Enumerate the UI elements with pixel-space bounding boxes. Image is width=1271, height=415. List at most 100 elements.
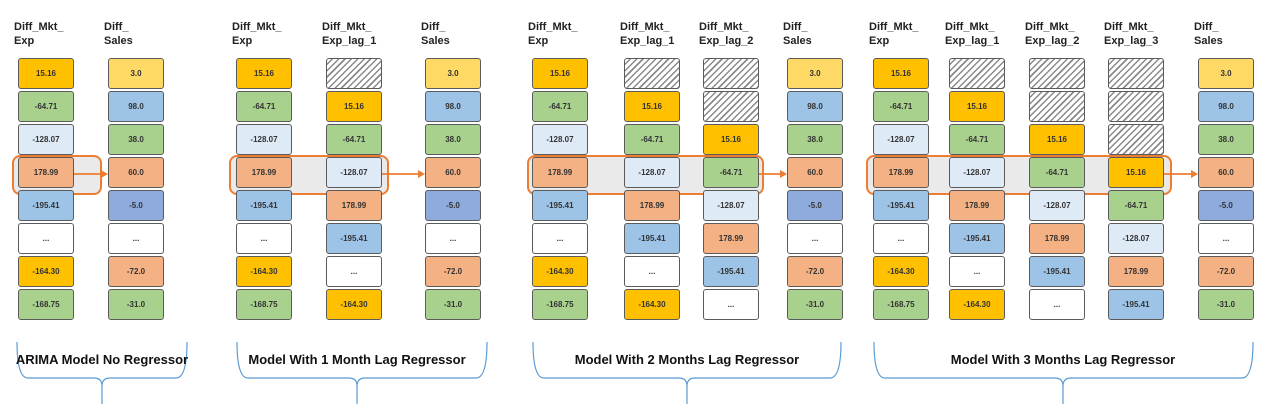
column-header: Diff_ Sales	[104, 21, 133, 47]
value-cell: ...	[1029, 289, 1085, 320]
arrow-to-sales-icon	[1164, 170, 1198, 178]
value-cell: -31.0	[787, 289, 843, 320]
value-cell: -72.0	[787, 256, 843, 287]
value-cell: -72.0	[1198, 256, 1254, 287]
panel-brace	[236, 341, 488, 404]
empty-lag-cell	[624, 58, 680, 89]
column-header: Diff_Mkt_ Exp	[528, 21, 578, 47]
empty-lag-cell	[1108, 91, 1164, 122]
value-cell: 178.99	[873, 157, 929, 188]
column-header: Diff_Mkt_ Exp_lag_2	[699, 21, 754, 47]
value-cell: 3.0	[425, 58, 481, 89]
value-cell: ...	[18, 223, 74, 254]
value-cell: ...	[703, 289, 759, 320]
value-cell: -164.30	[873, 256, 929, 287]
value-cell: -164.30	[949, 289, 1005, 320]
empty-lag-cell	[1108, 58, 1164, 89]
value-cell: -64.71	[1029, 157, 1085, 188]
value-cell: ...	[873, 223, 929, 254]
value-cell: -195.41	[1108, 289, 1164, 320]
value-cell: -5.0	[425, 190, 481, 221]
value-cell: 3.0	[108, 58, 164, 89]
value-cell: -128.07	[236, 124, 292, 155]
column-header: Diff_Mkt_ Exp	[232, 21, 282, 47]
panel-label: Model With 2 Months Lag Regressor	[574, 352, 800, 367]
value-cell: -195.41	[873, 190, 929, 221]
value-cell: -128.07	[703, 190, 759, 221]
empty-lag-cell	[949, 58, 1005, 89]
value-cell: 98.0	[425, 91, 481, 122]
value-cell: -164.30	[624, 289, 680, 320]
value-cell: -72.0	[425, 256, 481, 287]
column-header: Diff_ Sales	[783, 21, 812, 47]
column-header: Diff_Mkt_ Exp	[869, 21, 919, 47]
column-header: Diff_Mkt_ Exp_lag_3	[1104, 21, 1159, 47]
value-cell: 178.99	[326, 190, 382, 221]
value-cell: -64.71	[1108, 190, 1164, 221]
value-cell: 3.0	[1198, 58, 1254, 89]
value-cell: 178.99	[236, 157, 292, 188]
value-cell: ...	[326, 256, 382, 287]
arrow-to-sales-icon	[382, 170, 425, 178]
value-cell: ...	[532, 223, 588, 254]
value-cell: 15.16	[236, 58, 292, 89]
empty-lag-cell	[326, 58, 382, 89]
panel-brace	[873, 341, 1254, 404]
value-cell: -195.41	[18, 190, 74, 221]
value-cell: -31.0	[425, 289, 481, 320]
value-cell: 60.0	[787, 157, 843, 188]
empty-lag-cell	[1108, 124, 1164, 155]
value-cell: -64.71	[703, 157, 759, 188]
panel-label: ARIMA Model No Regressor	[15, 352, 189, 367]
value-cell: -128.07	[1108, 223, 1164, 254]
panel-label: Model With 1 Month Lag Regressor	[248, 352, 466, 367]
panel-label: Model With 3 Months Lag Regressor	[950, 352, 1176, 367]
value-cell: -5.0	[787, 190, 843, 221]
value-cell: -195.41	[1029, 256, 1085, 287]
value-cell: -5.0	[1198, 190, 1254, 221]
value-cell: -168.75	[532, 289, 588, 320]
value-cell: 178.99	[18, 157, 74, 188]
value-cell: -128.07	[18, 124, 74, 155]
value-cell: 15.16	[873, 58, 929, 89]
empty-lag-cell	[1029, 58, 1085, 89]
value-cell: -168.75	[873, 289, 929, 320]
value-cell: 15.16	[1108, 157, 1164, 188]
value-cell: -164.30	[532, 256, 588, 287]
value-cell: 178.99	[1108, 256, 1164, 287]
value-cell: -168.75	[18, 289, 74, 320]
value-cell: 38.0	[108, 124, 164, 155]
value-cell: -64.71	[18, 91, 74, 122]
value-cell: -5.0	[108, 190, 164, 221]
value-cell: -64.71	[873, 91, 929, 122]
value-cell: -128.07	[1029, 190, 1085, 221]
value-cell: 15.16	[949, 91, 1005, 122]
empty-lag-cell	[703, 58, 759, 89]
value-cell: -128.07	[326, 157, 382, 188]
value-cell: -64.71	[624, 124, 680, 155]
value-cell: 38.0	[787, 124, 843, 155]
value-cell: 98.0	[108, 91, 164, 122]
column-header: Diff_ Sales	[1194, 21, 1223, 47]
value-cell: -195.41	[703, 256, 759, 287]
value-cell: ...	[624, 256, 680, 287]
value-cell: -64.71	[949, 124, 1005, 155]
panel-brace	[532, 341, 842, 404]
value-cell: -128.07	[532, 124, 588, 155]
value-cell: 178.99	[532, 157, 588, 188]
column-header: Diff_ Sales	[421, 21, 450, 47]
value-cell: -168.75	[236, 289, 292, 320]
value-cell: -72.0	[108, 256, 164, 287]
value-cell: 15.16	[1029, 124, 1085, 155]
column-header: Diff_Mkt_ Exp	[14, 21, 64, 47]
column-header: Diff_Mkt_ Exp_lag_1	[620, 21, 675, 47]
empty-lag-cell	[703, 91, 759, 122]
value-cell: -195.41	[236, 190, 292, 221]
value-cell: ...	[949, 256, 1005, 287]
value-cell: -31.0	[1198, 289, 1254, 320]
value-cell: 15.16	[624, 91, 680, 122]
